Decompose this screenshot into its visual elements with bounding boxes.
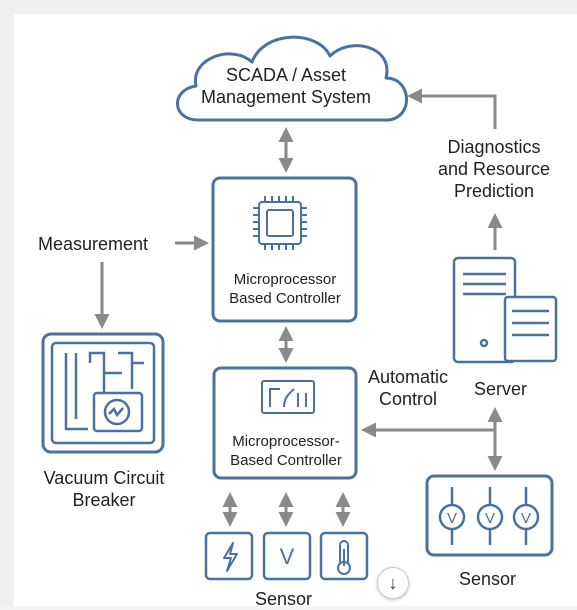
thermometer-icon bbox=[337, 540, 351, 575]
server-label: Server bbox=[474, 379, 528, 399]
diagnostics-line3: Prediction bbox=[453, 181, 535, 201]
controller-bottom-line1: Microprocessor- bbox=[232, 433, 340, 450]
lightning-icon bbox=[223, 542, 238, 572]
controller-bottom-box bbox=[212, 366, 358, 480]
automatic-control-line1: Automatic bbox=[367, 367, 449, 387]
voltmeter-sensor-box bbox=[425, 474, 554, 557]
sensor-right-label: Sensor bbox=[459, 569, 517, 589]
controller-top-line1: Microprocessor bbox=[233, 271, 337, 288]
sensor-lightning-box bbox=[204, 531, 254, 581]
vcb-label: Vacuum Circuit Breaker bbox=[24, 467, 184, 511]
automatic-control-label: Automatic Control bbox=[358, 366, 458, 410]
sensor-bottom-label: Sensor bbox=[255, 589, 313, 609]
diagnostics-line1: Diagnostics bbox=[447, 137, 541, 157]
sensor-voltage-box bbox=[262, 531, 312, 581]
cloud-shape bbox=[176, 35, 408, 122]
controller-top-box bbox=[211, 176, 358, 323]
diagnostics-label: Diagnostics and Resource Prediction bbox=[424, 136, 564, 202]
diagnostics-line2: and Resource bbox=[437, 159, 551, 179]
voltmeter-2-label: V bbox=[485, 510, 495, 527]
voltmeter-3-label: V bbox=[521, 510, 531, 527]
automatic-control-line2: Control bbox=[378, 389, 438, 409]
arrow-diagnostics-to-cloud bbox=[407, 88, 497, 129]
vcb-label-line2: Breaker bbox=[72, 490, 136, 510]
vacuum-circuit-breaker-icon bbox=[41, 332, 165, 454]
controller-top-line2: Based Controller bbox=[229, 290, 341, 307]
controller-bottom-line2: Based Controller bbox=[230, 452, 342, 469]
controller-top-label: Microprocessor Based Controller bbox=[216, 270, 354, 308]
voltage-sensor-label: V bbox=[280, 544, 295, 569]
voltmeter-1-label: V bbox=[447, 510, 457, 527]
chip-icon bbox=[253, 196, 307, 250]
vcb-label-line1: Vacuum Circuit bbox=[43, 468, 165, 488]
measurement-label: Measurement bbox=[38, 234, 149, 254]
cloud-title: SCADA / Asset Management System bbox=[186, 64, 386, 108]
cloud-title-line2: Management System bbox=[200, 87, 372, 107]
server-icon bbox=[452, 256, 558, 364]
switch-icon bbox=[261, 380, 315, 414]
scroll-down-button[interactable]: ↓ bbox=[377, 567, 409, 599]
controller-bottom-label: Microprocessor- Based Controller bbox=[216, 432, 356, 470]
cloud-title-line1: SCADA / Asset bbox=[225, 65, 347, 85]
